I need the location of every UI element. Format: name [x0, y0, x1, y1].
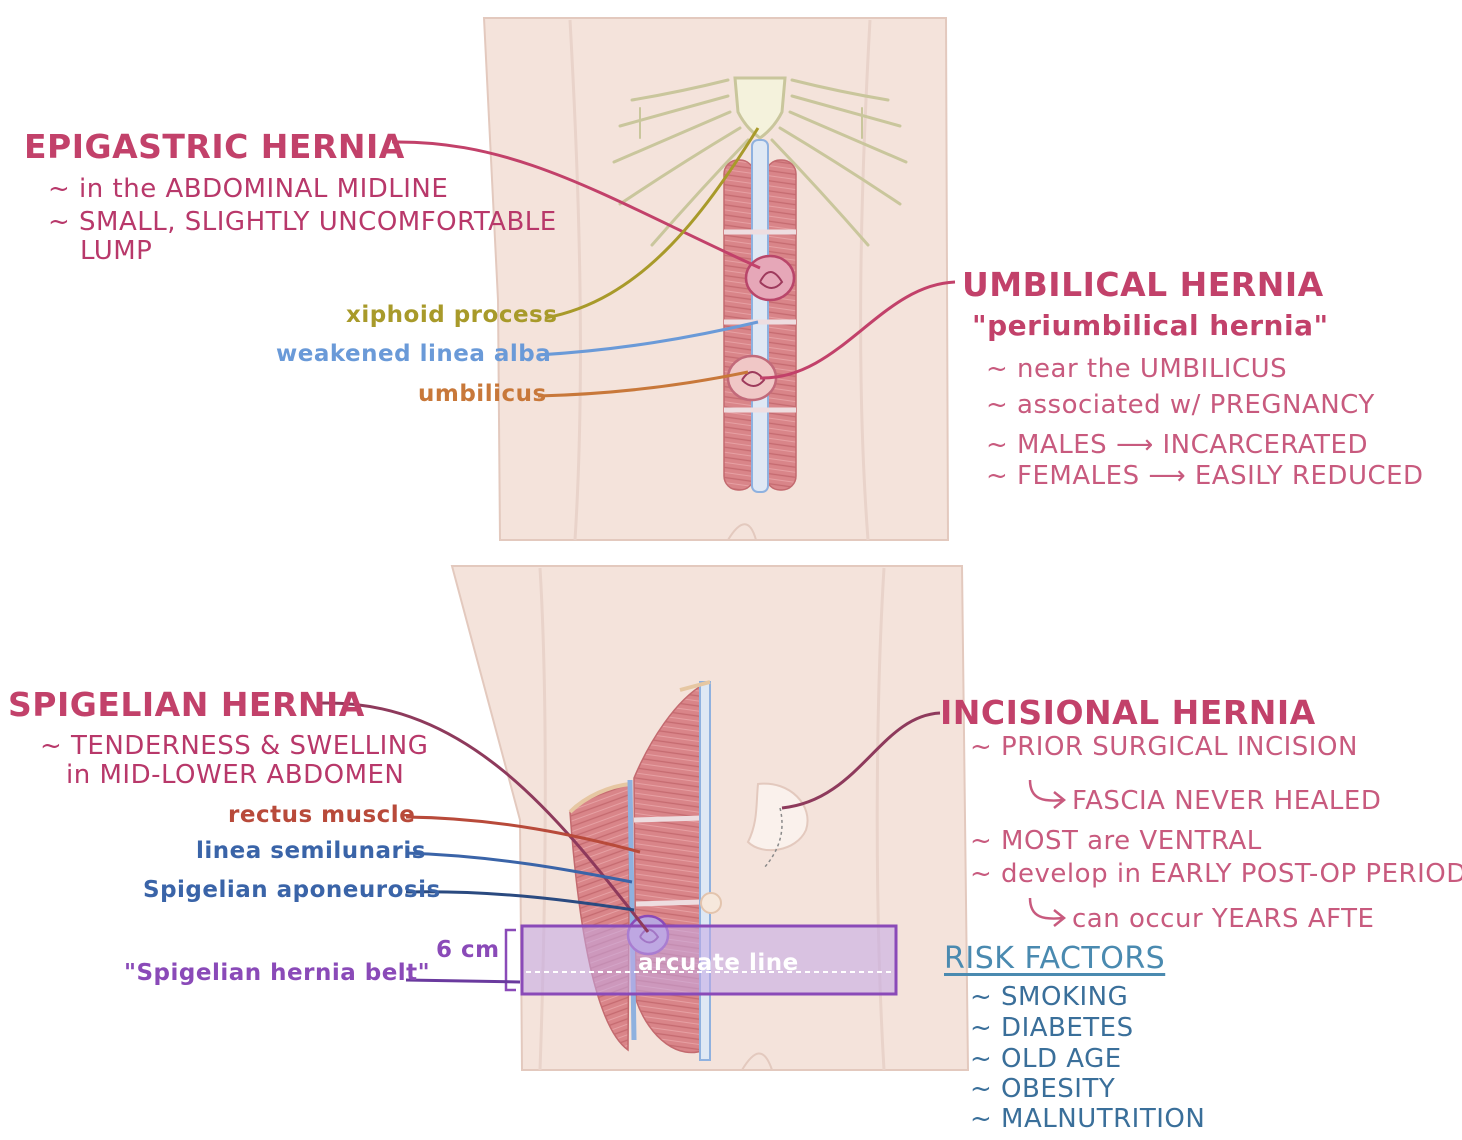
belt-leader [405, 978, 521, 984]
rectus-leader [405, 815, 641, 854]
epigastric-point: LUMP [80, 236, 153, 266]
incisional-scar [746, 782, 809, 869]
arcuate-label: arcuate line [638, 950, 799, 976]
upper-torso [482, 17, 950, 541]
incisional-leader [781, 711, 941, 810]
umbilical-subtitle: "periumbilical hernia" [972, 309, 1329, 342]
epigastric-hernia-bulge [744, 254, 796, 302]
risk-item: ~ MALNUTRITION [970, 1104, 1206, 1134]
incisional-point: ~ PRIOR SURGICAL INCISION [970, 732, 1358, 762]
incisional-point: ~ MOST are VENTRAL [970, 826, 1262, 856]
rectus-label: rectus muscle [228, 802, 416, 828]
upper-rectus-muscle [723, 139, 797, 493]
epigastric-leader [391, 140, 761, 270]
upper-torso-skin [482, 17, 950, 541]
six-cm-bracket [504, 928, 516, 992]
incisional-title: INCISIONAL HERNIA [940, 693, 1316, 732]
risk-item: ~ OLD AGE [970, 1044, 1122, 1074]
spigelian-point: ~ TENDERNESS & SWELLING [40, 731, 429, 761]
epigastric-point: ~ in the ABDOMINAL MIDLINE [48, 174, 449, 204]
spigelian-leader [321, 701, 650, 933]
xiphoid-label: xiphoid process [346, 302, 558, 328]
umbilicus-leader [537, 370, 749, 398]
incisional-point: ~ develop in EARLY POST-OP PERIOD [970, 859, 1462, 889]
epigastric-point: ~ SMALL, SLIGHTLY UNCOMFORTABLE [48, 207, 557, 237]
belt-label: "Spigelian hernia belt" [124, 960, 431, 986]
linea-alba-leader [537, 320, 759, 357]
umbilical-title: UMBILICAL HERNIA [962, 265, 1324, 304]
umbilical-leader [759, 280, 956, 380]
semilunaris-label: linea semilunaris [196, 838, 426, 864]
spigelian-title: SPIGELIAN HERNIA [8, 685, 365, 724]
linea-alba-label: weakened linea alba [276, 341, 552, 367]
aponeurosis-label: Spigelian aponeurosis [143, 877, 441, 903]
umbilicus-label: umbilicus [418, 381, 547, 407]
umbilical-point: ~ MALES ⟶ INCARCERATED [986, 430, 1369, 460]
six-cm-label: 6 cm [436, 937, 500, 963]
epigastric-title: EPIGASTRIC HERNIA [24, 127, 405, 166]
risk-item: ~ DIABETES [970, 1013, 1134, 1043]
hook-arrow-years [1028, 897, 1065, 920]
incisional-point: FASCIA NEVER HEALED [1072, 786, 1382, 816]
semilunaris-leader [405, 851, 633, 884]
lower-torso [450, 565, 970, 1071]
spigelian-point: in MID-LOWER ABDOMEN [66, 760, 405, 790]
risk-item: ~ SMOKING [970, 982, 1129, 1012]
umbilical-point: ~ near the UMBILICUS [986, 354, 1288, 384]
umbilical-point: ~ FEMALES ⟶ EASILY REDUCED [986, 461, 1424, 491]
risk-title: RISK FACTORS [944, 941, 1166, 976]
incisional-point: can occur YEARS AFTE [1072, 904, 1375, 934]
umbilical-point: ~ associated w/ PREGNANCY [986, 390, 1375, 420]
hook-arrow-fascia [1028, 779, 1065, 802]
xiphoid-leader [544, 127, 760, 320]
ribcage [612, 76, 908, 247]
spigelian-belt-box [520, 924, 898, 996]
risk-item: ~ OBESITY [970, 1074, 1116, 1104]
aponeurosis-leader [405, 890, 635, 912]
